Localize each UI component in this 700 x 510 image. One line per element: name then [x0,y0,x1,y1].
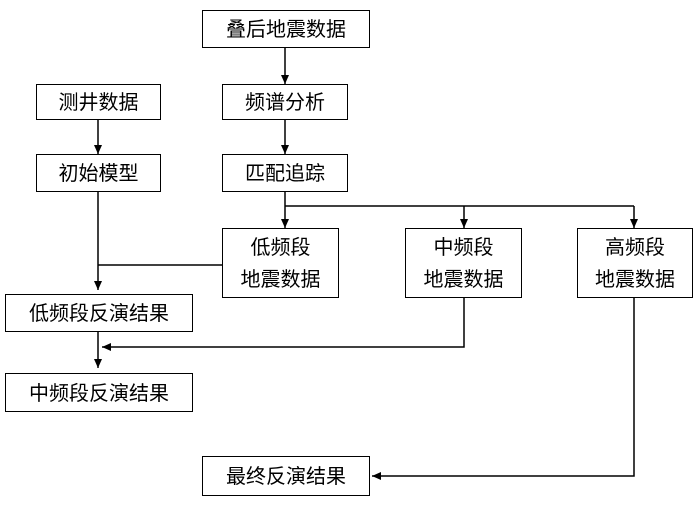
edge-mid-band-to-mid-result [102,298,465,351]
node-label: 中频段 地震数据 [423,235,504,291]
node-label: 叠后地震数据 [226,17,346,41]
node-label: 中频段反演结果 [29,380,169,405]
node-label: 匹配追踪 [245,161,325,185]
node-label: 高频段 地震数据 [595,235,675,291]
node-mid-freq-seismic: 中频段 地震数据 [405,228,522,298]
node-label: 低频段反演结果 [29,301,169,325]
node-label: 初始模型 [58,161,139,185]
node-final-inversion-result: 最终反演结果 [202,456,370,496]
node-low-freq-inversion-result: 低频段反演结果 [5,294,193,332]
node-low-freq-seismic: 低频段 地震数据 [222,228,339,298]
node-well-log-data: 测井数据 [36,84,161,120]
node-spectrum-analysis: 频谱分析 [222,84,348,120]
node-mid-freq-inversion-result: 中频段反演结果 [5,373,193,412]
node-label: 最终反演结果 [226,464,346,488]
node-label: 低频段 地震数据 [240,235,321,291]
node-matching-pursuit: 匹配追踪 [222,154,348,192]
edge-high-band-to-final [372,298,635,480]
node-initial-model: 初始模型 [36,154,161,192]
node-stacked-seismic-data: 叠后地震数据 [202,10,370,48]
node-label: 测井数据 [58,90,139,114]
node-label: 频谱分析 [245,90,325,114]
node-high-freq-seismic: 高频段 地震数据 [577,228,693,298]
